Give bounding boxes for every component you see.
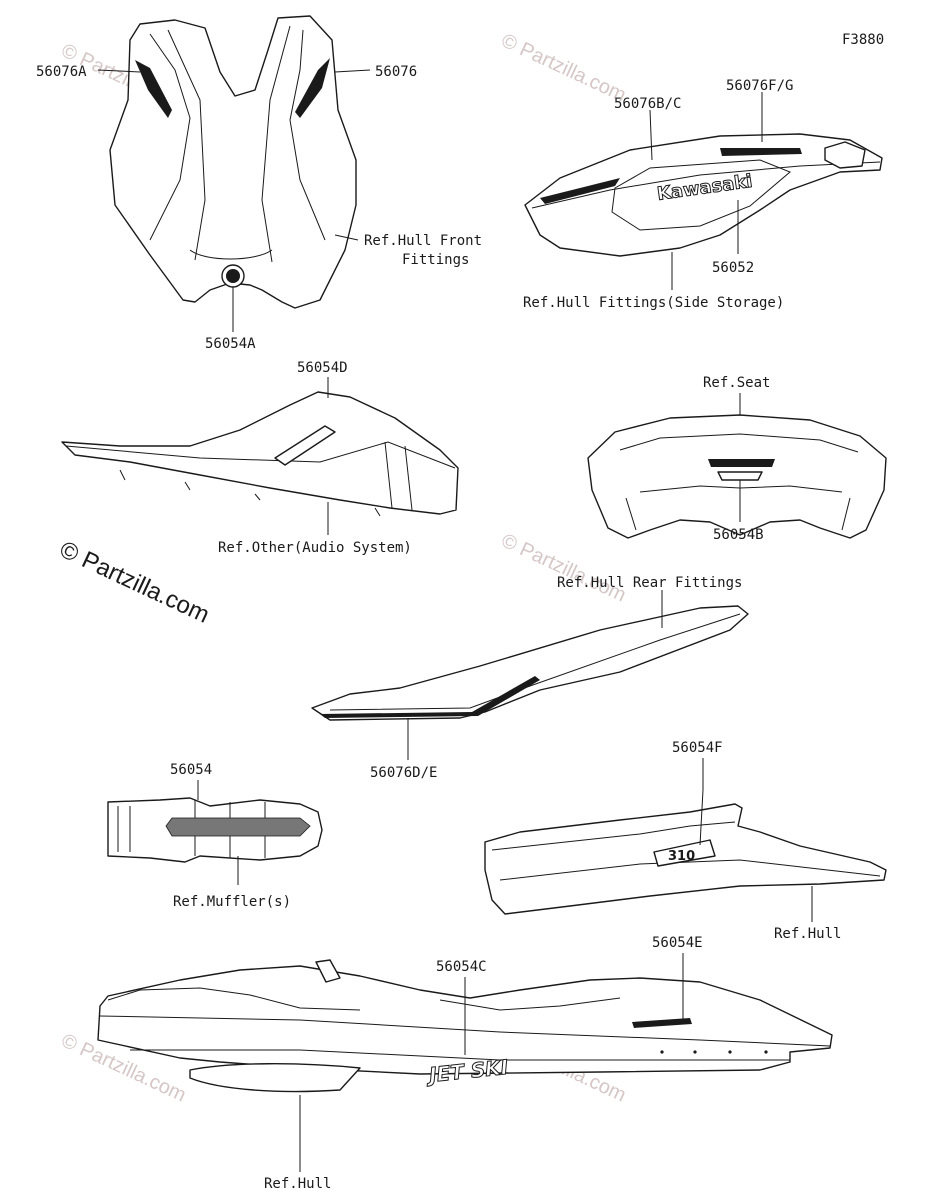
ref-label-hull-1: Ref.Hull (774, 926, 841, 942)
part-label-56054D: 56054D (297, 360, 348, 376)
side-storage-cover-illustration (524, 133, 883, 257)
ref-label-mufflers: Ref.Muffler(s) (173, 894, 291, 910)
part-label-56054C: 56054C (436, 959, 487, 975)
watermark-faint-3: © Partzilla.com (498, 530, 629, 607)
hull-front-cover-illustration (109, 15, 357, 309)
part-label-56054A: 56054A (205, 336, 256, 352)
part-label-56076BC: 56076B/C (614, 96, 681, 112)
watermark-faint-2: © Partzilla.com (498, 30, 629, 107)
part-label-56054F: 56054F (672, 740, 723, 756)
part-label-56076FG: 56076F/G (726, 78, 793, 94)
audio-system-cover-illustration (61, 391, 459, 517)
ref-label-hull-fittings-side-storage: Ref.Hull Fittings(Side Storage) (523, 295, 784, 311)
figure-code: F3880 (842, 32, 884, 48)
hull-side-panel-illustration: 310 (484, 803, 887, 915)
muffler-illustration (107, 797, 323, 863)
model-310-decal-text: 310 (668, 849, 695, 864)
ref-label-hull-rear-fittings: Ref.Hull Rear Fittings (557, 575, 742, 591)
round-emblem-center (226, 269, 240, 283)
watermark-main: © Partzilla.com (55, 536, 213, 629)
part-label-56076A: 56076A (36, 64, 87, 80)
ref-label-seat: Ref.Seat (703, 375, 770, 391)
seat-rear-illustration (587, 414, 887, 539)
part-label-56052: 56052 (712, 260, 754, 276)
ref-label-hull-front-fittings-2: Fittings (402, 252, 469, 268)
ref-label-hull-front-fittings-1: Ref.Hull Front (364, 233, 482, 249)
ref-label-hull-2: Ref.Hull (264, 1176, 331, 1192)
part-label-56054: 56054 (170, 762, 212, 778)
part-label-56054E: 56054E (652, 935, 703, 951)
part-label-56054B: 56054B (713, 527, 764, 543)
ref-label-other-audio-system: Ref.Other(Audio System) (218, 540, 412, 556)
part-label-56076DE: 56076D/E (370, 765, 437, 781)
hull-rear-fitting-illustration (311, 605, 749, 721)
part-label-56076: 56076 (375, 64, 417, 80)
